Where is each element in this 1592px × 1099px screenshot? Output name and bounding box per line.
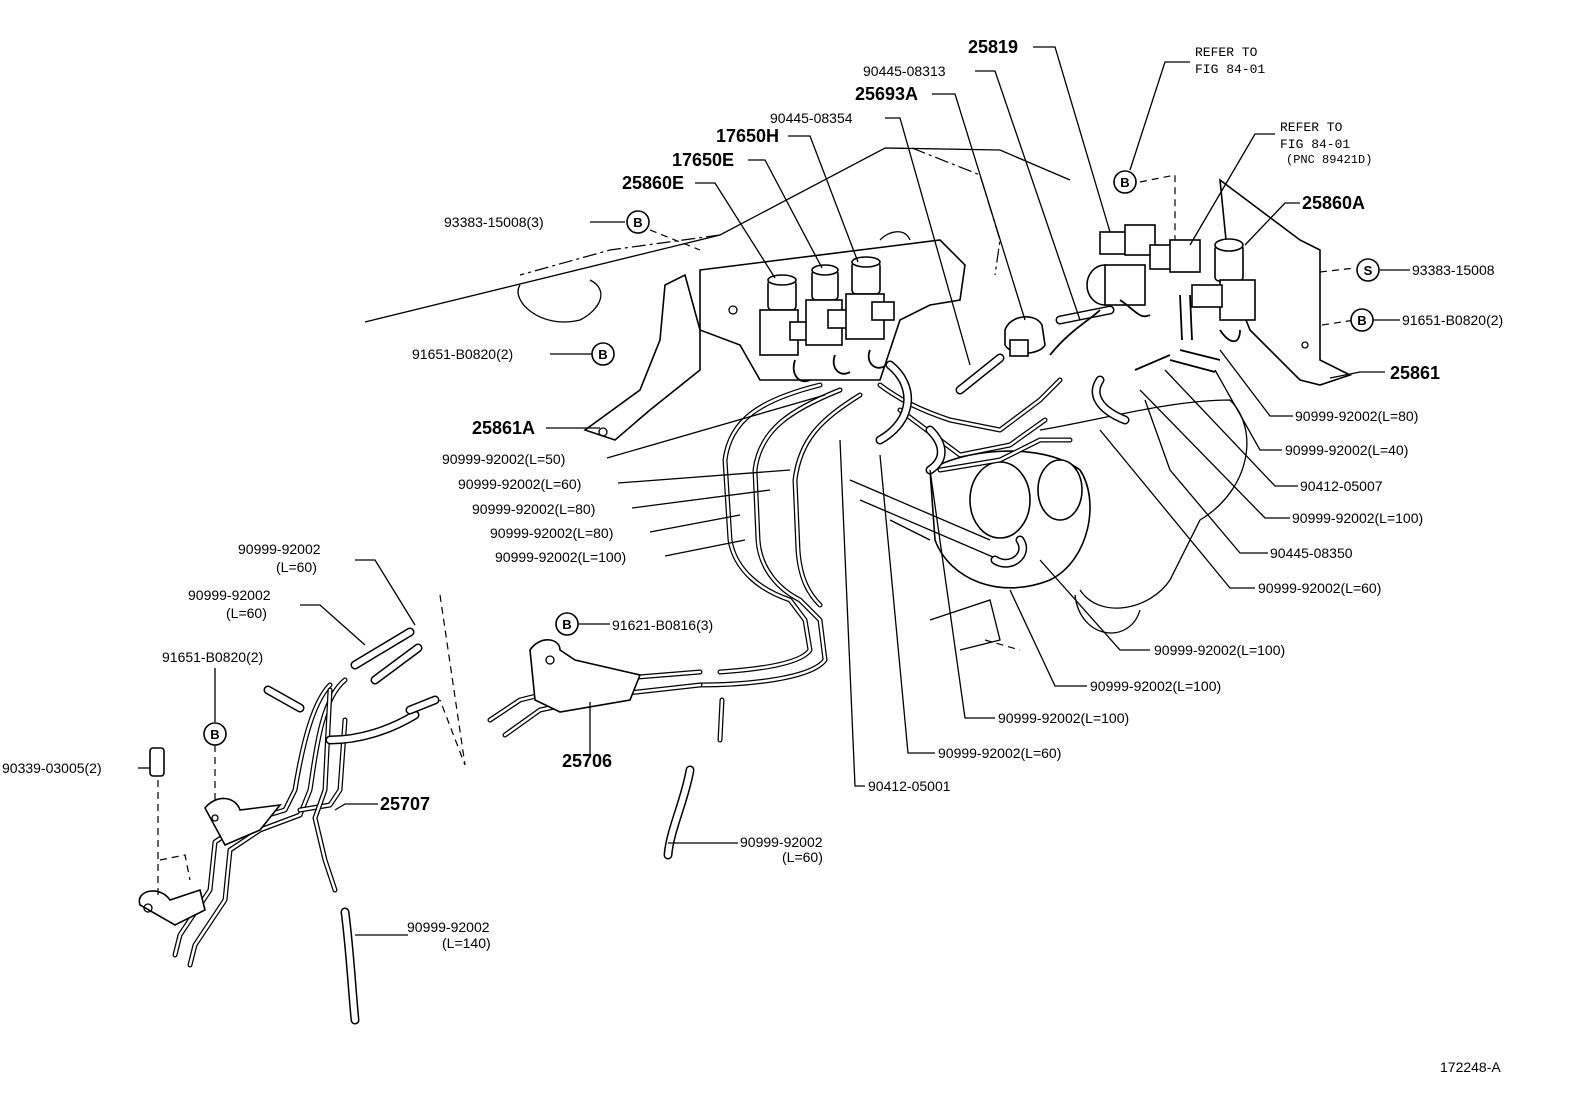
label-refer2-line1: REFER TO <box>1280 120 1343 135</box>
label-refer2-line3: (PNC 89421D) <box>1286 153 1372 167</box>
badge-b-93383-text: B <box>633 215 642 230</box>
badge-s-93383 <box>1356 258 1380 282</box>
label-25861: 25861 <box>1390 363 1440 383</box>
label-left-hose1-pn: 90999-92002 <box>238 541 321 557</box>
badge-b-91651-lower-text: B <box>210 727 219 742</box>
badge-b-91651-right <box>1350 308 1374 332</box>
label-25861a: 25861A <box>472 418 535 438</box>
label-refer1-line1: REFER TO <box>1195 45 1258 60</box>
label-refer1-line2: FIG 84-01 <box>1195 62 1265 77</box>
badge-b-91651-right-text: B <box>1357 313 1366 328</box>
label-91621-b0816: 91621-B0816(3) <box>612 617 713 633</box>
label-left-hose1-len: (L=60) <box>276 559 317 575</box>
label-25693a: 25693A <box>855 84 918 104</box>
label-90445-08354: 90445-08354 <box>770 110 853 126</box>
label-90412-05001: 90412-05001 <box>868 778 951 794</box>
label-refer2-line2: FIG 84-01 <box>1280 137 1350 152</box>
leader-lines <box>138 46 1410 936</box>
label-25707: 25707 <box>380 794 430 814</box>
vacuum-damper-25693a <box>955 316 1046 395</box>
label-90445-08350: 90445-08350 <box>1270 545 1353 561</box>
label-93383-15008-3: 93383-15008(3) <box>444 214 544 230</box>
label-90445-08313: 90445-08313 <box>863 63 946 79</box>
label-25819: 25819 <box>968 37 1018 57</box>
badge-s-93383-text: S <box>1364 263 1373 278</box>
label-91651-b0820-right: 91651-B0820(2) <box>1402 312 1503 328</box>
label-91651-b0820-upper: 91651-B0820(2) <box>412 346 513 362</box>
pipe-bundle-center <box>487 349 1221 860</box>
label-hose-l80-c: 90999-92002(L=80) <box>1295 408 1418 424</box>
label-hose-l60-c: 90999-92002(L=60) <box>1258 580 1381 596</box>
label-17650e: 17650E <box>672 150 734 170</box>
label-90412-05007: 90412-05007 <box>1300 478 1383 494</box>
label-hose-l100-d: 90999-92002(L=100) <box>1154 642 1285 658</box>
vsv-solenoid-group-center <box>759 231 911 383</box>
badge-b-91621-text: B <box>562 617 571 632</box>
label-hose-l60-a: 90999-92002(L=60) <box>458 476 581 492</box>
label-25860a: 25860A <box>1302 193 1365 213</box>
figure-id: 172248-A <box>1440 1059 1501 1075</box>
label-hose-l80-b: 90999-92002(L=80) <box>490 525 613 541</box>
label-93383-15008: 93383-15008 <box>1412 262 1495 278</box>
pipe-assembly-25707 <box>138 594 466 1025</box>
label-17650h: 17650H <box>716 126 779 146</box>
label-bottom-hose2-pn: 90999-92002 <box>407 919 490 935</box>
label-hose-l100-c: 90999-92002(L=100) <box>1090 678 1221 694</box>
badge-b-91651-lower <box>203 722 227 746</box>
badges: B B B B B S B <box>203 170 1380 746</box>
label-90339-03005: 90339-03005(2) <box>2 760 102 776</box>
label-bottom-hose2-len: (L=140) <box>442 935 491 951</box>
vsv-solenoid-group-right <box>1049 224 1256 356</box>
label-hose-l50: 90999-92002(L=50) <box>442 451 565 467</box>
label-bottom-hose1-pn: 90999-92002 <box>740 834 823 850</box>
badge-b-91651-left-text: B <box>598 347 607 362</box>
label-hose-l100-a: 90999-92002(L=100) <box>495 549 626 565</box>
label-hose-l80-a: 90999-92002(L=80) <box>472 501 595 517</box>
label-hose-l60-b: 90999-92002(L=60) <box>938 745 1061 761</box>
label-hose-l40: 90999-92002(L=40) <box>1285 442 1408 458</box>
badge-b-91621 <box>555 612 579 636</box>
label-25706: 25706 <box>562 751 612 771</box>
part-labels: 25819 90445-08313 25693A 90445-08354 176… <box>2 37 1503 1075</box>
label-bottom-hose1-len: (L=60) <box>782 849 823 865</box>
badge-b-refer-text: B <box>1120 175 1129 190</box>
label-hose-l100-b: 90999-92002(L=100) <box>998 710 1129 726</box>
badge-b-91651-left <box>591 342 615 366</box>
badge-b-93383 <box>626 210 650 234</box>
label-left-hose2-len: (L=60) <box>226 605 267 621</box>
badge-b-refer <box>1113 170 1137 194</box>
label-left-hose2-pn: 90999-92002 <box>188 587 271 603</box>
engine-outline <box>364 147 1356 651</box>
label-25860e: 25860E <box>622 173 684 193</box>
dashed-reference-lines <box>649 174 1176 251</box>
label-91651-b0820-lower: 91651-B0820(2) <box>162 649 263 665</box>
label-hose-l100-e: 90999-92002(L=100) <box>1292 510 1423 526</box>
